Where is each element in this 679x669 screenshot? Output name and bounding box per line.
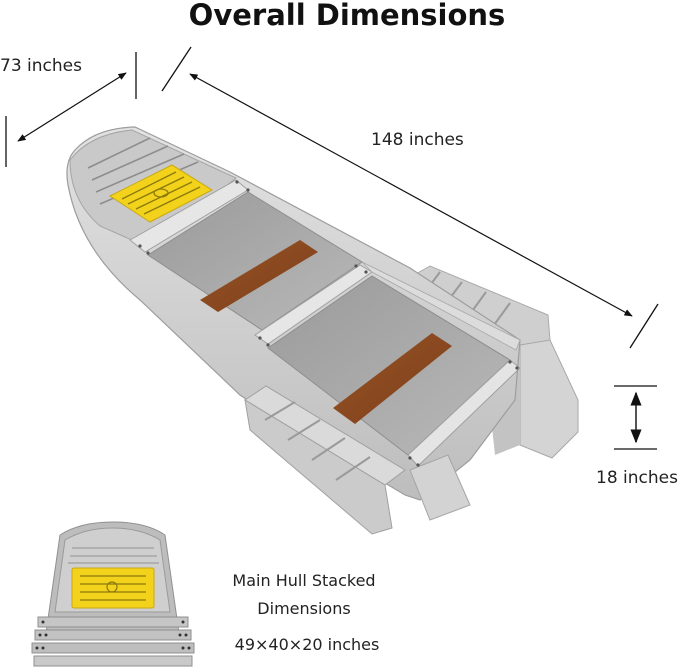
length-dimension-label: 148 inches (371, 130, 464, 150)
stacked-dimensions-value: 49×40×20 inches (234, 635, 380, 654)
width-dimension (5, 52, 137, 167)
yellow-deck-pad (108, 164, 214, 223)
stacked-title-line2: Dimensions (257, 599, 351, 618)
height-dimension-label: 18 inches (596, 468, 678, 488)
front-seat (200, 240, 318, 312)
boat-illustration (66, 126, 579, 535)
stacked-hull-illustration (31, 521, 195, 667)
rear-seat (333, 333, 452, 424)
width-dimension-label: 73 inches (0, 56, 82, 76)
rear-pontoon-left (244, 385, 471, 535)
length-dimension (161, 46, 659, 349)
stacked-title-line1: Main Hull Stacked (232, 571, 376, 590)
page-title: Overall Dimensions (188, 0, 506, 32)
height-dimension (614, 385, 657, 450)
